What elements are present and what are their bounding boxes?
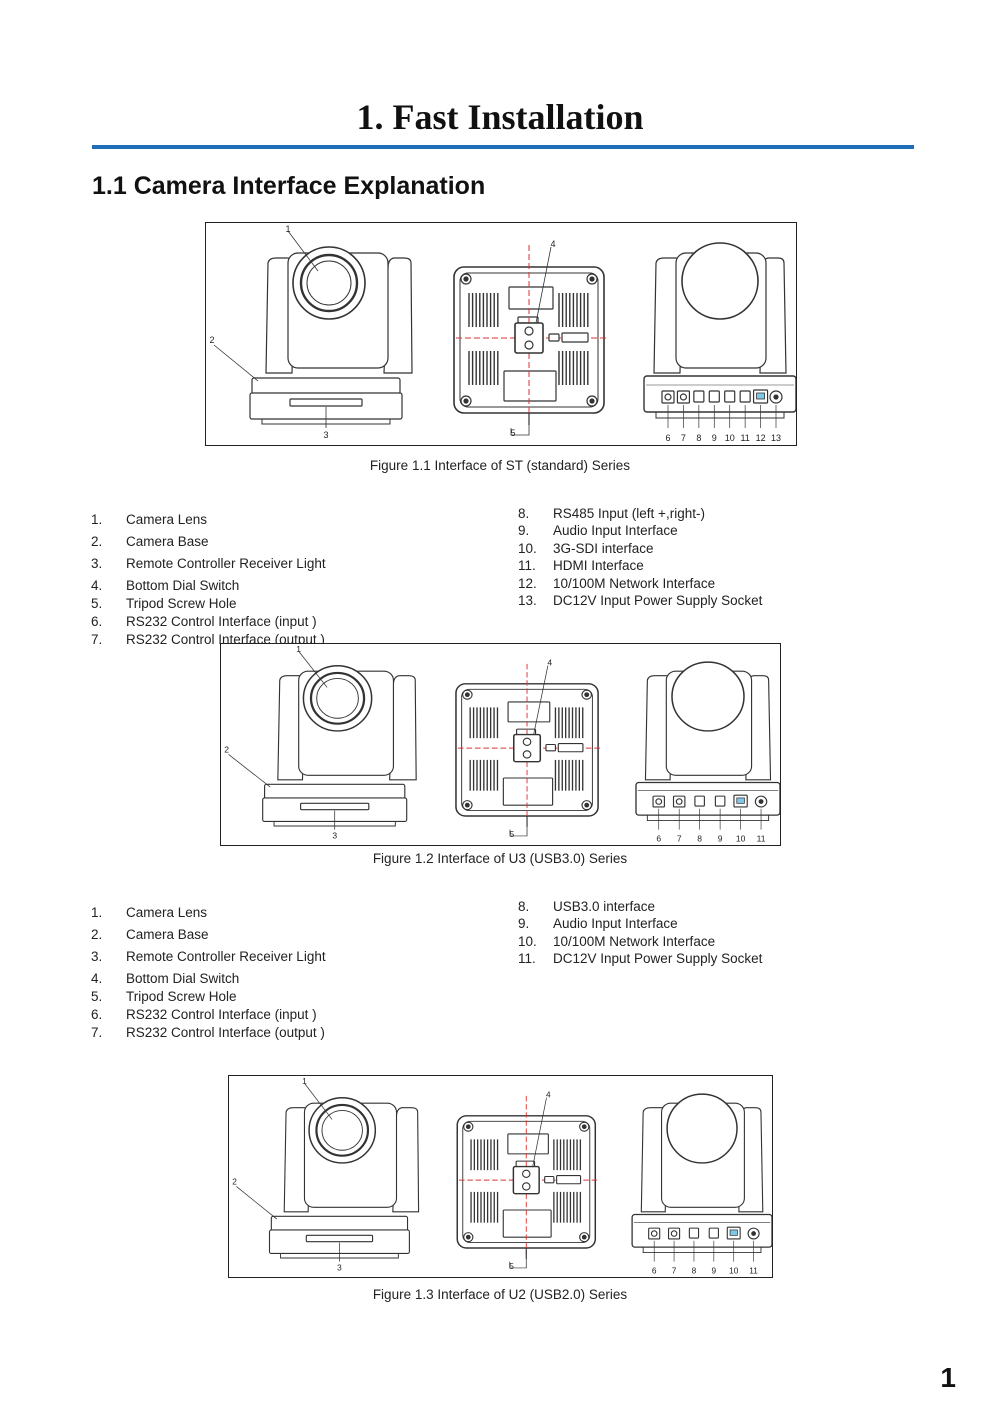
camera-front-view	[262, 665, 417, 827]
camera-rear-view	[643, 242, 796, 419]
list-item: 10.10/100M Network Interface	[518, 933, 716, 949]
title-divider	[92, 145, 914, 149]
camera-front-view	[268, 1097, 420, 1259]
port-label: 6	[652, 1266, 657, 1275]
list-item: 4.Bottom Dial Switch	[91, 971, 240, 986]
port-label: 7	[677, 834, 682, 844]
list-item: 13.DC12V Input Power Supply Socket	[518, 593, 763, 609]
port-label: 10	[736, 834, 746, 844]
list-item: 3.Remote Controller Receiver Light	[91, 949, 326, 964]
list-item: 3.Remote Controller Receiver Light	[91, 556, 326, 571]
callout-label-light: 3	[337, 1264, 342, 1273]
list-item: 12.10/100M Network Interface	[518, 575, 716, 591]
port-label: 8	[692, 1266, 697, 1275]
port-label: 11	[757, 834, 766, 844]
list-item: 10.3G-SDI interface	[518, 540, 654, 556]
callout-label-dial: 4	[550, 239, 555, 249]
callout-label-dial: 4	[546, 1091, 551, 1100]
list-item: 6.RS232 Control Interface (input )	[91, 1007, 317, 1022]
callout-label-tripod: 5	[509, 1262, 514, 1271]
figure-u2-series: 1 2 3 4 5 6 7 8 9 10 11	[228, 1075, 773, 1278]
camera-diagram: 1 2 3 4 5 6 7 8 9 10 11	[232, 1077, 772, 1275]
port-label: 7	[672, 1266, 677, 1275]
legend-list-right: 8.RS485 Input (left +,right-) 9.Audio In…	[518, 505, 762, 609]
port-label: 6	[656, 834, 661, 844]
port-label: 9	[712, 433, 717, 443]
callout-label-base: 2	[224, 745, 229, 755]
list-item: 11.HDMI Interface	[518, 558, 644, 574]
list-item: 2.Camera Base	[91, 927, 209, 942]
port-label: 8	[697, 834, 702, 844]
port-label: 13	[771, 433, 781, 443]
list-item: 9.Audio Input Interface	[518, 916, 678, 932]
port-label: 11	[740, 433, 749, 443]
port-label: 7	[681, 433, 686, 443]
callout-label-base: 2	[209, 335, 214, 345]
list-item: 9.Audio Input Interface	[518, 523, 678, 539]
callout-label-tripod: 5	[510, 428, 515, 438]
camera-bottom-view	[456, 1095, 598, 1259]
callout-label-tripod: 5	[509, 829, 514, 839]
port-label: 11	[749, 1266, 758, 1275]
callout-label-lens: 1	[296, 644, 301, 654]
camera-bottom-view	[455, 663, 600, 827]
camera-bottom-view	[453, 245, 606, 425]
port-label: 12	[756, 433, 766, 443]
figure-caption: Figure 1.2 Interface of U3 (USB3.0) Seri…	[372, 851, 628, 866]
port-label: 9	[712, 1266, 717, 1275]
camera-front-view	[249, 246, 413, 425]
camera-rear-view	[635, 661, 780, 822]
port-label: 9	[718, 834, 723, 844]
legend-list-right: 8.USB3.0 interface 9.Audio Input Interfa…	[518, 898, 762, 968]
legend-list-left: 1.Camera Lens 2.Camera Base 3.Remote Con…	[91, 509, 326, 651]
callout-label-dial: 4	[547, 658, 552, 668]
camera-rear-view	[631, 1093, 772, 1254]
section-title: 1.1 Camera Interface Explanation	[92, 172, 486, 200]
page-number: 1	[940, 1362, 956, 1393]
callout-label-lens: 1	[302, 1077, 307, 1086]
list-item: 1.Camera Lens	[91, 905, 208, 920]
list-item: 8.RS485 Input (left +,right-)	[518, 506, 705, 521]
list-item: 7.RS232 Control Interface (output )	[91, 1025, 325, 1040]
list-item: 5.Tripod Screw Hole	[91, 989, 237, 1004]
legend-list-left: 1.Camera Lens 2.Camera Base 3.Remote Con…	[91, 902, 326, 1044]
camera-diagram: 1 2 3 4 5 6 7 8 9 10 11	[224, 644, 780, 844]
page-title: 1. Fast Installation	[356, 97, 644, 137]
list-item: 4.Bottom Dial Switch	[91, 578, 240, 593]
port-label: 10	[729, 1266, 739, 1275]
port-label: 10	[725, 433, 735, 443]
figure-u3-series: 1 2 3 4 5 6 7 8 9 10 11	[220, 643, 781, 846]
list-item: 1.Camera Lens	[91, 512, 208, 527]
list-item: 8.USB3.0 interface	[518, 899, 656, 914]
port-label: 6	[665, 433, 670, 443]
figure-caption: Figure 1.1 Interface of ST (standard) Se…	[369, 458, 631, 473]
callout-label-base: 2	[232, 1178, 237, 1187]
list-item: 6.RS232 Control Interface (input )	[91, 614, 317, 629]
list-item: 11.DC12V Input Power Supply Socket	[518, 951, 763, 967]
callout-label-lens: 1	[285, 224, 290, 234]
callout-label-light: 3	[332, 831, 337, 841]
figure-caption: Figure 1.3 Interface of U2 (USB2.0) Seri…	[372, 1287, 628, 1302]
list-item: 5.Tripod Screw Hole	[91, 596, 237, 611]
port-label: 8	[696, 433, 701, 443]
list-item: 2.Camera Base	[91, 534, 209, 549]
callout-label-light: 3	[323, 430, 328, 440]
